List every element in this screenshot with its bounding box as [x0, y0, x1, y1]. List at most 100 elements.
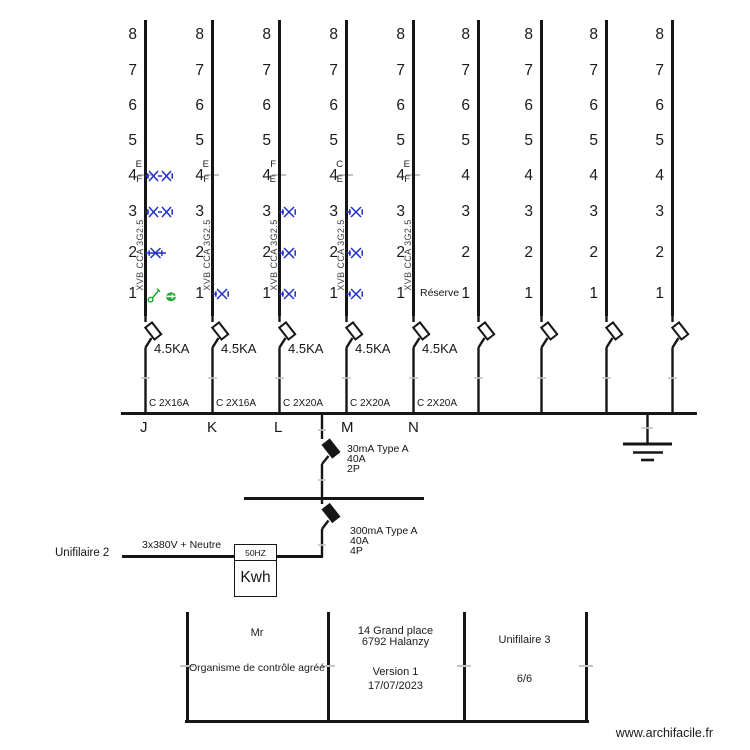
- room-label: E: [202, 159, 209, 170]
- circuit-breaker-icon: [408, 315, 435, 420]
- wall-lamp-icon: [145, 245, 168, 266]
- cable-label: XVB CCA 3G2.5: [135, 219, 145, 291]
- circuit-letter-label: N: [408, 419, 419, 436]
- floor-level-number: 8: [655, 26, 664, 43]
- secondary-busbar: [244, 497, 424, 500]
- title-block-divider: [463, 612, 466, 722]
- breaking-capacity-label: 4.5KA: [422, 341, 458, 356]
- title-block-divider: [327, 612, 330, 722]
- cable-label: XVB CCA 3G2.5: [269, 219, 279, 291]
- room-label: F: [270, 159, 276, 170]
- floor-level-number: 2: [195, 244, 204, 261]
- floor-level-number: 1: [262, 285, 271, 302]
- floor-level-number: 8: [396, 26, 405, 43]
- room-label: C: [336, 159, 343, 170]
- supply-line: [276, 555, 323, 558]
- breaking-capacity-label: 4.5KA: [221, 341, 257, 356]
- floor-level-number: 5: [589, 132, 598, 149]
- room-label: F: [136, 174, 142, 185]
- lamp-icon: [346, 286, 368, 307]
- floor-level-number: 2: [589, 244, 598, 261]
- floor-level-number: 4: [195, 167, 204, 184]
- circuit-breaker-icon: [536, 315, 563, 420]
- floor-level-number: 8: [262, 26, 271, 43]
- floor-level-number: 4: [589, 167, 598, 184]
- floor-level-number: 6: [128, 97, 137, 114]
- floor-level-number: 3: [396, 203, 405, 220]
- floor-level-number: 4: [329, 167, 338, 184]
- circuit-line: [477, 20, 480, 316]
- breaking-capacity-label: 4.5KA: [355, 341, 391, 356]
- floor-level-number: 7: [524, 62, 533, 79]
- rcd-30ma-icon: [317, 415, 347, 503]
- website-label: www.archifacile.fr: [615, 726, 713, 740]
- double-lamp-icon: [145, 168, 176, 189]
- floor-level-number: 8: [461, 26, 470, 43]
- rcd-spec-line: 300mA Type A: [350, 525, 418, 537]
- date-label: 17/07/2023: [367, 680, 424, 692]
- room-label: F: [404, 174, 410, 185]
- reserve-label: Réserve: [420, 287, 460, 299]
- room-label: E: [336, 174, 343, 185]
- floor-level-number: 4: [655, 167, 664, 184]
- floor-level-number: 5: [262, 132, 271, 149]
- floor-level-number: 5: [195, 132, 204, 149]
- floor-level-number: 1: [655, 285, 664, 302]
- cable-label: XVB CCA 3G2.5: [403, 219, 413, 291]
- circuit-line: [671, 20, 674, 316]
- floor-level-number: 6: [524, 97, 533, 114]
- circuit-breaker-icon: [473, 315, 500, 420]
- title-block-bottom: [185, 720, 589, 723]
- floor-level-number: 5: [461, 132, 470, 149]
- supply-line: [122, 555, 235, 558]
- floor-level-number: 1: [195, 285, 204, 302]
- floor-level-number: 5: [524, 132, 533, 149]
- sheet-name-label: Unifilaire 3: [498, 634, 551, 646]
- floor-level-number: 6: [329, 97, 338, 114]
- floor-level-number: 6: [461, 97, 470, 114]
- floor-level-number: 2: [128, 244, 137, 261]
- room-label: E: [135, 159, 142, 170]
- title-block-border: [585, 612, 588, 722]
- lamp-icon: [346, 204, 368, 225]
- floor-level-number: 1: [524, 285, 533, 302]
- circuit-line: [412, 20, 415, 316]
- floor-level-number: 4: [524, 167, 533, 184]
- rcd-spec-line: 40A: [350, 535, 369, 547]
- circuit-letter-label: L: [274, 419, 283, 436]
- lamp-icon: [279, 245, 301, 266]
- room-label: E: [269, 174, 276, 185]
- breaking-capacity-label: 4.5KA: [154, 341, 190, 356]
- floor-level-number: 7: [655, 62, 664, 79]
- sheet-number-label: 6/6: [516, 673, 533, 685]
- floor-level-number: 6: [655, 97, 664, 114]
- snap-tick: [579, 665, 593, 667]
- breaker-rating-label: C 2X16A: [149, 398, 190, 409]
- circuit-line: [144, 20, 147, 316]
- circuit-line: [278, 20, 281, 316]
- floor-level-number: 3: [195, 203, 204, 220]
- floor-level-number: 2: [262, 244, 271, 261]
- rcd-30ma-label: 30mA Type A 40A 2P: [347, 443, 409, 475]
- room-label: E: [403, 159, 410, 170]
- floor-level-number: 2: [329, 244, 338, 261]
- floor-level-number: 1: [128, 285, 137, 302]
- lamp-icon: [212, 286, 234, 307]
- rcd-spec-line: 40A: [347, 453, 366, 465]
- switch-and-socket-icon: [147, 286, 180, 309]
- floor-level-number: 1: [329, 285, 338, 302]
- floor-level-number: 1: [461, 285, 470, 302]
- rcd-spec-line: 30mA Type A: [347, 443, 409, 455]
- floor-level-number: 7: [329, 62, 338, 79]
- circuit-breaker-icon: [667, 315, 694, 420]
- double-lamp-icon: [145, 204, 176, 225]
- circuit-letter-label: M: [341, 419, 354, 436]
- inspector-label: Organisme de contrôle agréé: [189, 662, 325, 674]
- floor-level-number: 5: [396, 132, 405, 149]
- floor-level-number: 3: [461, 203, 470, 220]
- address-line2: 6792 Halanzy: [361, 636, 430, 648]
- feed-label: 3x380V + Neutre: [142, 539, 222, 551]
- address-line1: 14 Grand place: [357, 625, 434, 637]
- circuit-breaker-icon: [140, 315, 167, 420]
